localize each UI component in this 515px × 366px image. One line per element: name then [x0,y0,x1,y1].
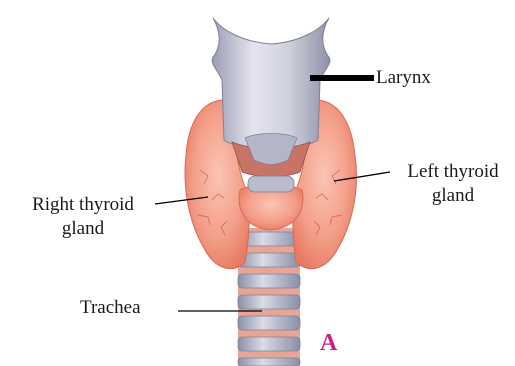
left-thyroid-label-line1: Left thyroid [392,160,514,184]
panel-letter: A [320,330,337,357]
trachea-label: Trachea [80,296,141,320]
left-thyroid-label-line2: gland [392,184,514,208]
thyroid-cartilage [212,18,330,149]
larynx-label: Larynx [376,66,431,90]
right-thyroid-label-line1: Right thyroid [8,193,158,217]
cricoid-ring [248,176,294,192]
right-thyroid-gland-label: Right thyroid gland [8,193,158,241]
right-thyroid-label-line2: gland [8,217,158,241]
left-thyroid-gland-label: Left thyroid gland [392,160,514,208]
